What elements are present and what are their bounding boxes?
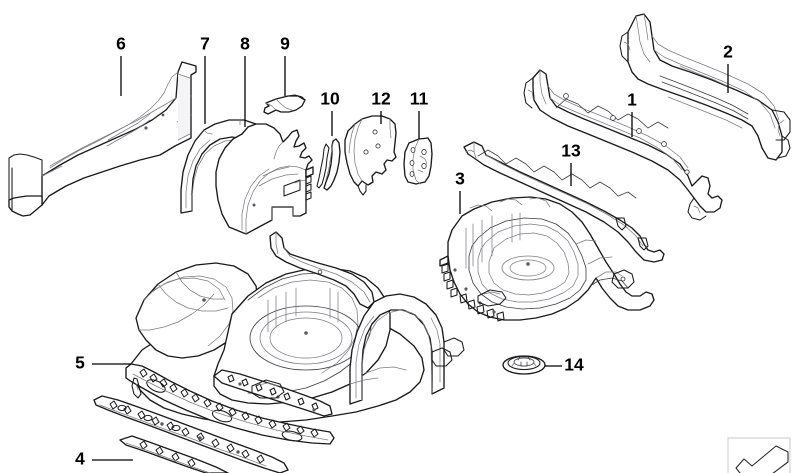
- part-rear-cross-member-bar: [463, 141, 665, 263]
- callout-12: 12: [371, 89, 391, 124]
- callout-12-number: 12: [371, 89, 391, 109]
- callout-9: 9: [280, 34, 290, 96]
- part-trunk-floor-panel: [439, 196, 655, 322]
- callout-10-number: 10: [320, 89, 340, 109]
- callout-6: 6: [116, 34, 126, 96]
- callout-4: 4: [75, 449, 133, 469]
- callout-11-number: 11: [410, 89, 429, 109]
- corner-mark: [727, 437, 791, 473]
- callout-13-number: 13: [561, 141, 581, 161]
- callout-5: 5: [75, 353, 131, 373]
- callout-1: 1: [627, 90, 637, 137]
- callout-8-number: 8: [240, 34, 250, 54]
- callout-1-number: 1: [627, 90, 637, 110]
- part-floor-drain-plug: [502, 355, 546, 375]
- part-mounting-plate-perforated: [403, 137, 433, 185]
- callout-3-number: 3: [455, 169, 465, 189]
- callout-6-number: 6: [116, 34, 126, 54]
- callout-5-number: 5: [75, 353, 85, 373]
- callout-7: 7: [200, 34, 210, 124]
- part-reinforcement-plate-small: [263, 94, 306, 115]
- callout-11: 11: [410, 89, 429, 139]
- part-left-side-member-rail: [8, 61, 197, 217]
- callout-7-number: 7: [200, 34, 210, 54]
- callout-13: 13: [561, 141, 581, 186]
- callout-8: 8: [240, 34, 250, 127]
- part-wheel-house-closing-panel: [344, 115, 397, 196]
- callout-10: 10: [320, 89, 340, 136]
- callout-14: 14: [545, 355, 584, 375]
- callout-2: 2: [723, 42, 733, 93]
- part-wheel-housing-inner-left: [215, 123, 314, 235]
- part-rear-panel-upper: [619, 13, 791, 161]
- part-bracket-strut-left: [316, 138, 341, 191]
- callout-4-number: 4: [75, 449, 85, 469]
- callout-14-number: 14: [564, 355, 584, 375]
- callout-3: 3: [455, 169, 465, 214]
- part-rear-floor-assembly: [125, 231, 465, 445]
- part-rear-panel-inner-lower: [523, 69, 723, 221]
- part-rear-left-side-member-extension: [93, 395, 289, 473]
- callout-2-number: 2: [723, 42, 733, 62]
- callout-9-number: 9: [280, 34, 290, 54]
